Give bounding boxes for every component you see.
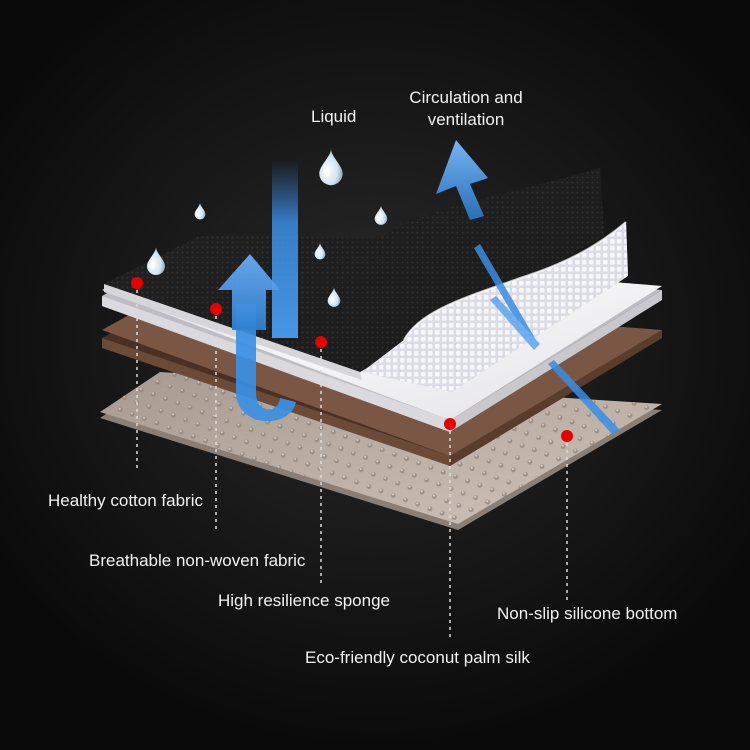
- water-drop-icon: [147, 247, 165, 275]
- marker-dot: [444, 418, 456, 430]
- layer-label-silicone: Non-slip silicone bottom: [497, 603, 677, 625]
- layer-label-coconut: Eco-friendly coconut palm silk: [305, 647, 530, 669]
- circulation-label: Circulation and ventilation: [400, 87, 532, 131]
- layer-label-cotton: Healthy cotton fabric: [48, 490, 203, 512]
- marker-dot: [131, 277, 143, 289]
- water-drop-icon: [195, 203, 206, 220]
- liquid-label: Liquid: [311, 106, 356, 128]
- liquid-down-arrow: [272, 160, 298, 338]
- water-drop-icon: [375, 205, 388, 225]
- circulation-label-line2: ventilation: [400, 109, 532, 131]
- marker-dot: [561, 430, 573, 442]
- marker-dot: [315, 336, 327, 348]
- water-drop-icon: [319, 149, 342, 185]
- marker-dot: [210, 303, 222, 315]
- layer-label-sponge: High resilience sponge: [218, 590, 390, 612]
- circulation-label-line1: Circulation and: [400, 87, 532, 109]
- layer-label-nonwoven: Breathable non-woven fabric: [89, 550, 305, 572]
